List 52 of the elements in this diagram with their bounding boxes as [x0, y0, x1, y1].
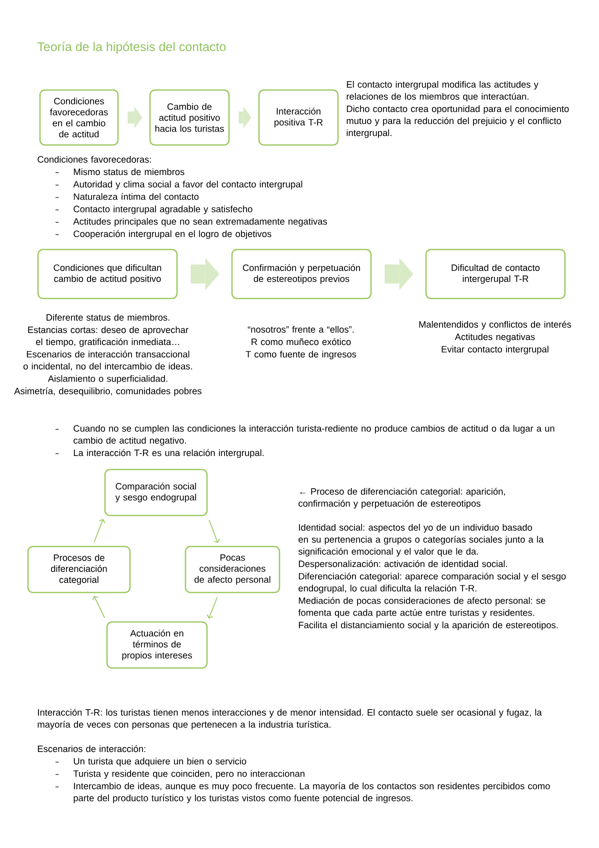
note-text: Diferente status de miembros.	[46, 314, 170, 321]
paragraph: Despersonalización: activación de identidad social.	[298, 560, 507, 569]
process-box: Cambio de actitud positivo hacia los turistas	[149, 89, 230, 146]
list-item: Turista y residente que coinciden, pero no interaccionan	[73, 770, 304, 779]
note-text: Malentendidos y conflictos de interés	[419, 320, 572, 330]
note-text: R como muñeco exótico	[252, 338, 351, 346]
note-text: Estancias cortas: deseo de aprovechar el tiempo, gratificación inmediata…	[28, 326, 188, 347]
process-box: Dificultad de contacto intergerupal T-R	[425, 248, 566, 300]
paragraph: Facilita el distanciamiento social y la aparición de estereotipos.	[298, 621, 558, 630]
list-item: Cuando no se cumplen las condiciones la interacción turista-rediente no produce cambios de actitud o da lugar a un cambio de actitud negativo.	[74, 424, 554, 446]
process-box: Condiciones que dificultan cambio de actitud positivo	[37, 248, 178, 300]
list-heading: Escenarios de interacción:	[38, 745, 146, 752]
paragraph: El contacto intergrupal modifica las actitudes y relaciones de los miembros que interactúan.	[346, 80, 538, 102]
process-box: Actuación en términos de propios intereses	[106, 621, 208, 669]
list-item: Cooperación intergrupal en el logro de objetivos	[74, 230, 272, 239]
list-item: Naturaleza íntima del contacto	[74, 193, 199, 200]
note-text: Escenarios de interacción transaccional o incidental, no del intercambio de ideas.	[24, 350, 192, 371]
block-arrow	[384, 258, 414, 290]
process-box: Comparación social y sesgo endogrupal	[104, 468, 208, 516]
block-arrow	[128, 106, 142, 128]
arrow	[206, 596, 218, 619]
arrow	[94, 518, 106, 543]
note-text: “nosotros” frente a “ellos”.	[248, 326, 354, 333]
paragraph: Identidad social: aspectos del yo de un individuo basado en su pertenencia a grupos o categorías sociales junto a la significación emocional y el valor que le da.	[298, 524, 544, 557]
title: Teoría de la hipótesis del contacto	[37, 42, 226, 54]
note-text: Asimetría, desequilibrio, comunidades pobres	[14, 387, 202, 396]
list-item: Mismo status de miembros	[74, 168, 184, 176]
note-text: T como fuente de ingresos	[246, 350, 356, 360]
paragraph: Diferenciación categorial: aparece comparación social y el sesgo endogrupal, lo cual dificulta la relación T-R.	[298, 572, 566, 594]
process-box: Condiciones favorecedoras en el cambio de actitud	[39, 89, 119, 146]
note-text: ← Proceso de diferenciación categorial: aparición, confirmación y perpetuación de estereotipos	[298, 488, 505, 509]
paragraph: Mediación de pocas consideraciones de afecto personal: se fomenta que cada parte actúe entre turistas y residentes.	[298, 597, 546, 618]
list-item: Autoridad y clima social a favor del contacto intergrupal	[73, 180, 302, 190]
block-arrow	[238, 106, 252, 128]
list-item: Intercambio de ideas, aunque es muy poco frecuente. La mayoría de los contactos son residentes percibidos como parte del producto turístico y los turistas vistos como fuente potencial de ingresos.	[74, 782, 550, 804]
note-text: Aislamiento o superficialidad.	[48, 375, 168, 384]
arrow	[208, 519, 220, 544]
list-item: Contacto intergrupal agradable y satisfecho	[74, 206, 252, 214]
block-arrow	[190, 258, 220, 290]
note-text: Actitudes negativas	[454, 333, 535, 342]
process-box: Procesos de diferenciación categorial	[27, 546, 131, 594]
paragraph: Dicho contacto crea oportunidad para el conocimiento mutuo y para la reducción del prejuicio y el conflicto intergrupal.	[346, 105, 569, 138]
paragraph: Interacción T-R: los turistas tienen menos interacciones y de menor intensidad. El contacto suele ser ocasional y fugaz, la mayoría de veces con personas que pertenecen a la industria turística.	[38, 708, 542, 730]
process-box: Pocas consideraciones de afecto personal	[184, 546, 280, 594]
arrow	[92, 596, 106, 618]
list-item: Actitudes principales que no sean extremadamente negativas	[73, 218, 327, 227]
list-item: La interacción T-R es una relación intergrupal.	[74, 449, 264, 458]
process-box: Interacción positiva T-R	[258, 89, 339, 146]
list-heading: Condiciones favorecedoras:	[38, 156, 151, 163]
list-item: Un turista que adquiere un bien o servicio	[74, 758, 246, 766]
process-box: Confirmación y perpetuación de estereotipos previos	[231, 248, 372, 300]
note-text: Evitar contacto intergrupal	[442, 346, 548, 354]
